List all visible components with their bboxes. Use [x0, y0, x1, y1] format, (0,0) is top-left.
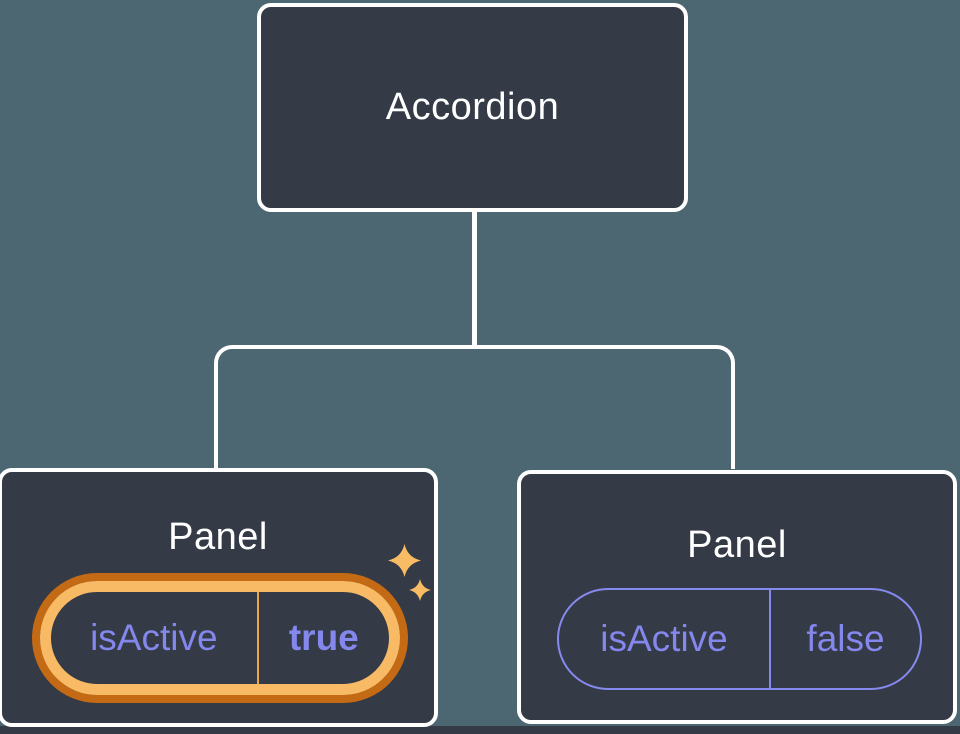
connector-root-stem: [472, 212, 477, 346]
connector-branch: [214, 345, 735, 469]
pill-divider: [769, 590, 772, 688]
prop-value: false: [806, 618, 885, 659]
prop-value: true: [288, 617, 359, 658]
panel-label: Panel: [168, 516, 268, 558]
prop-name: isActive: [600, 618, 728, 659]
sparkle-small-icon: [409, 579, 431, 601]
accordion-label: Accordion: [385, 86, 560, 128]
pill-divider: [256, 592, 259, 684]
prop-pill-active: isActive true: [40, 581, 400, 695]
panel-node-inactive: Panel isActive false: [517, 470, 957, 724]
panel-node-active: Panel isActive true: [0, 468, 438, 727]
prop-name: isActive: [90, 617, 218, 658]
prop-pill-inactive: isActive false: [557, 588, 922, 690]
bottom-band: [0, 726, 960, 734]
panel-label: Panel: [687, 524, 787, 566]
accordion-node: Accordion: [257, 3, 688, 212]
